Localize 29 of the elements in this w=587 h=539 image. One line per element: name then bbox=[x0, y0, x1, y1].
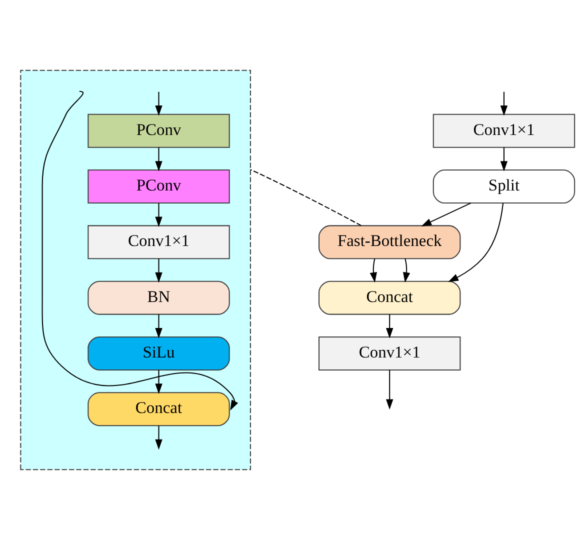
arrow bbox=[386, 314, 394, 338]
connector bbox=[250, 168, 362, 226]
node-box: Concat bbox=[88, 392, 230, 426]
arrow bbox=[155, 202, 162, 227]
arrow bbox=[500, 91, 508, 116]
arrow bbox=[155, 146, 162, 171]
arrow bbox=[448, 202, 504, 282]
node-box: PConv bbox=[88, 113, 230, 148]
node-box: Split bbox=[432, 169, 576, 204]
node-box: BN bbox=[88, 280, 230, 314]
arrow bbox=[155, 370, 162, 394]
arrow bbox=[386, 370, 394, 410]
arrow bbox=[370, 258, 377, 282]
node-box: Conv1×1 bbox=[432, 113, 576, 148]
node-box: Conv1×1 bbox=[318, 336, 461, 370]
arrow bbox=[155, 258, 162, 282]
node-box: SiLu bbox=[88, 336, 230, 370]
node-box: PConv bbox=[88, 169, 230, 204]
arrow bbox=[155, 425, 162, 450]
node-box: Conv1×1 bbox=[88, 224, 230, 259]
arrow bbox=[421, 202, 472, 226]
cluster bbox=[20, 69, 251, 470]
arrow bbox=[155, 91, 162, 116]
arrow bbox=[403, 258, 410, 282]
arrow bbox=[500, 146, 508, 171]
node-box: Concat bbox=[318, 280, 461, 314]
arrow bbox=[42, 90, 238, 410]
node-box: Fast-Bottleneck bbox=[318, 224, 461, 259]
arrow bbox=[155, 314, 162, 338]
